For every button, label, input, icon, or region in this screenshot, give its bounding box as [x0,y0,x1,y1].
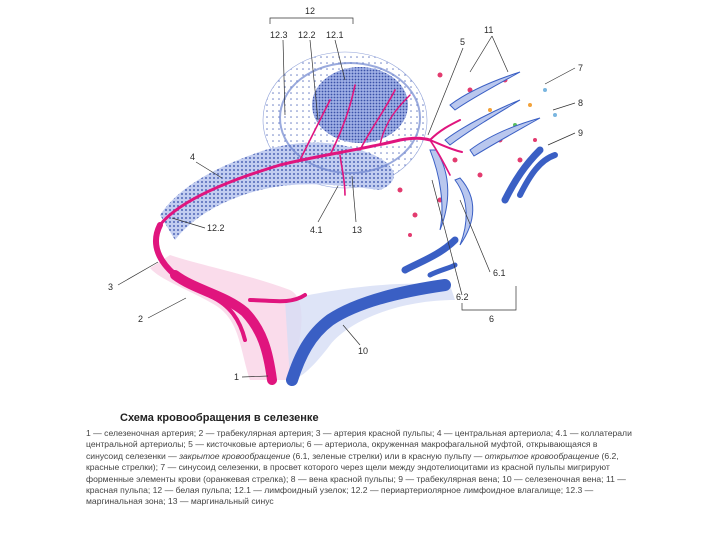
label-5: 5 [460,37,465,47]
label-4: 4 [190,152,195,162]
label-9: 9 [578,128,583,138]
label-6: 6 [489,314,494,324]
label-12-2-left: 12.2 [207,223,225,233]
splenic-sinusoids [430,72,540,245]
lymphoid-nodule [312,67,408,143]
label-6-2: 6.2 [456,292,469,302]
label-7: 7 [578,63,583,73]
label-12-1: 12.1 [326,30,344,40]
label-6-1: 6.1 [493,268,506,278]
caption-part-2: (6.1, зеленые стрелки) или в красную пул… [290,451,485,461]
label-10: 10 [358,346,368,356]
figure-caption: Схема кровообращения в селезенке 1 — сел… [86,412,636,508]
caption-title: Схема кровообращения в селезенке [120,412,636,424]
label-11: 11 [484,25,493,35]
label-3: 3 [108,282,113,292]
label-8: 8 [578,98,583,108]
label-12: 12 [305,6,315,16]
label-2: 2 [138,314,143,324]
spleen-circulation-diagram: 12 12.3 12.2 12.1 11 5 7 8 9 4 12.2 4.1 … [0,0,720,405]
label-12-2-top: 12.2 [298,30,316,40]
label-1: 1 [234,372,239,382]
caption-open-circulation: открытое кровообращение [485,451,599,461]
label-13: 13 [352,225,362,235]
label-4-1: 4.1 [310,225,323,235]
caption-body: 1 — селезеночная артерия; 2 — трабекуляр… [86,428,636,508]
label-12-3: 12.3 [270,30,288,40]
caption-closed-circulation: закрытое кровообращение [179,451,290,461]
